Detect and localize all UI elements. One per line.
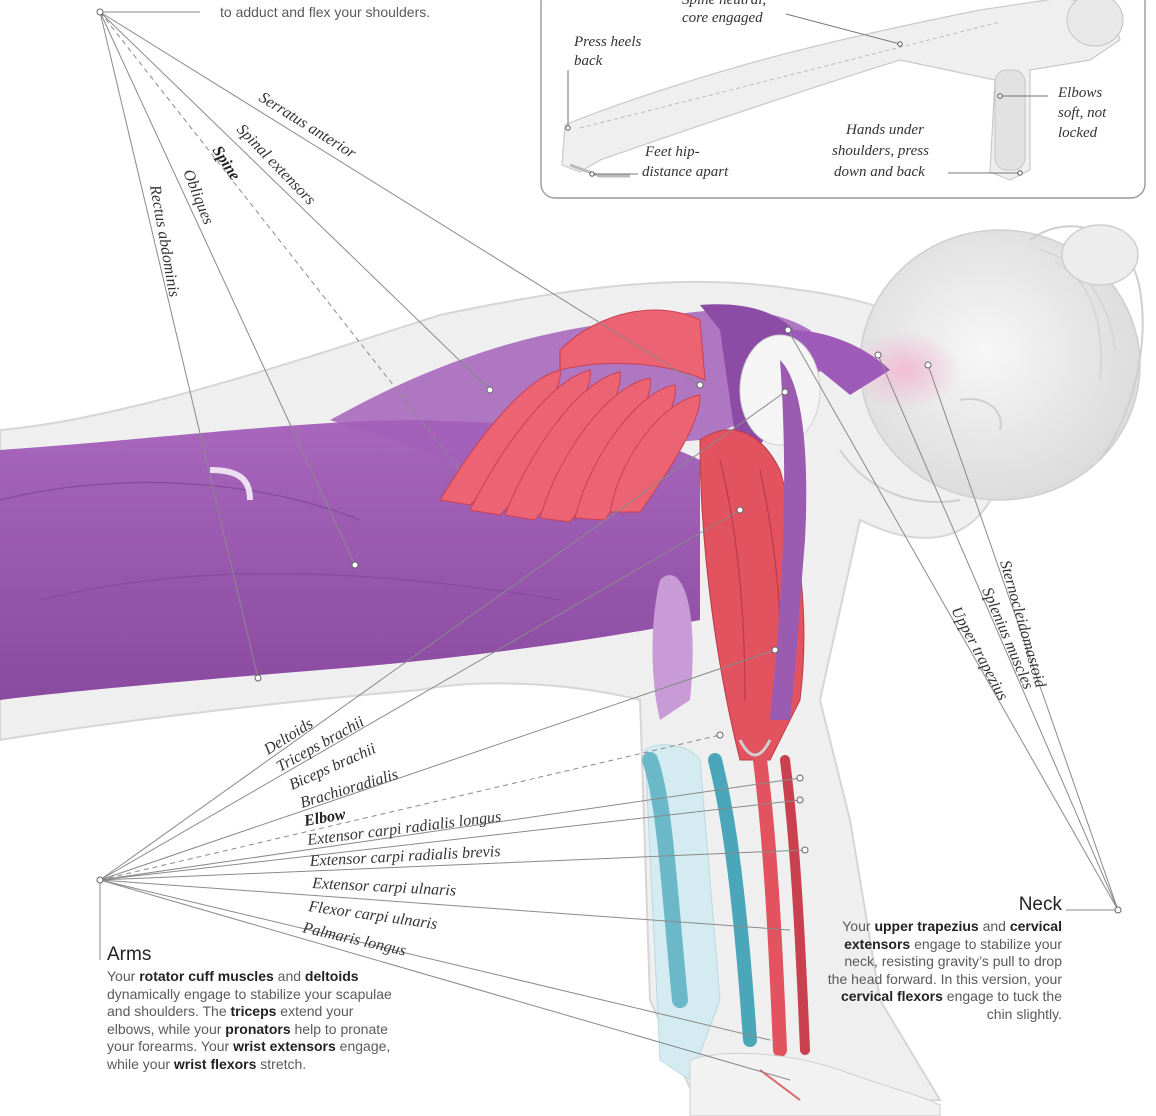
inset-hands-label-2: shoulders, press xyxy=(832,143,929,159)
inset-spine-label: Spine neutral, xyxy=(682,0,766,8)
top-left-caption: to adduct and flex your shoulders. xyxy=(220,4,430,20)
label-spine: Spine xyxy=(209,143,244,184)
label-extensor-carpi-radialis-brevis: Extensor carpi radialis brevis xyxy=(308,843,501,870)
arms-bold-wrist-extensors: wrist extensors xyxy=(233,1038,336,1054)
inset-hands-label-1: Hands under xyxy=(845,122,924,138)
neck-bold-cervical-flexors: cervical flexors xyxy=(841,988,943,1004)
arm-labels: Deltoids Triceps brachii Biceps brachii … xyxy=(260,713,502,959)
neck-description: Neck Your upper trapezius and cervical e… xyxy=(822,894,1062,1023)
inset-feet-label-2: distance apart xyxy=(642,164,729,180)
neck-text-4: engage to tuck the chin slightly. xyxy=(943,988,1062,1022)
inset-elbows-label-3: locked xyxy=(1058,125,1098,141)
neck-text-1: Your xyxy=(842,918,874,934)
neck-bold-upper-trapezius: upper trapezius xyxy=(874,918,978,934)
arms-description: Arms Your rotator cuff muscles and delto… xyxy=(107,944,397,1073)
arms-text-2: and xyxy=(274,968,305,984)
arms-bold-deltoids: deltoids xyxy=(305,968,359,984)
inset-feet-label-1: Feet hip- xyxy=(644,144,700,160)
inset-hands-label-3: down and back xyxy=(834,164,925,180)
arms-bold-rotator-cuff: rotator cuff muscles xyxy=(139,968,274,984)
inset-core-label: core engaged xyxy=(682,10,763,26)
torso-labels: Serratus anterior Spinal extensors Spine… xyxy=(146,89,360,298)
inset-heels-label-2: back xyxy=(574,53,603,69)
label-rectus-abdominis: Rectus abdominis xyxy=(146,183,183,299)
inset-elbows-label-1: Elbows xyxy=(1057,85,1102,101)
neck-heading: Neck xyxy=(822,894,1062,916)
arms-text-1: Your xyxy=(107,968,139,984)
inset-figure: Spine neutral, core engaged Press heels … xyxy=(540,0,1145,198)
arms-heading: Arms xyxy=(107,944,397,966)
arms-bold-pronators: pronators xyxy=(225,1021,290,1037)
arms-text-7: stretch. xyxy=(256,1056,306,1072)
inset-heels-label-1: Press heels xyxy=(573,34,642,50)
arms-bold-triceps: triceps xyxy=(231,1003,277,1019)
neck-text-2: and xyxy=(979,918,1010,934)
arms-bold-wrist-flexors: wrist flexors xyxy=(174,1056,256,1072)
label-extensor-carpi-ulnaris: Extensor carpi ulnaris xyxy=(311,875,457,900)
neck-labels: Sternocleidomastoid Splenius muscles Upp… xyxy=(947,558,1049,703)
inset-elbows-label-2: soft, not xyxy=(1058,105,1107,121)
